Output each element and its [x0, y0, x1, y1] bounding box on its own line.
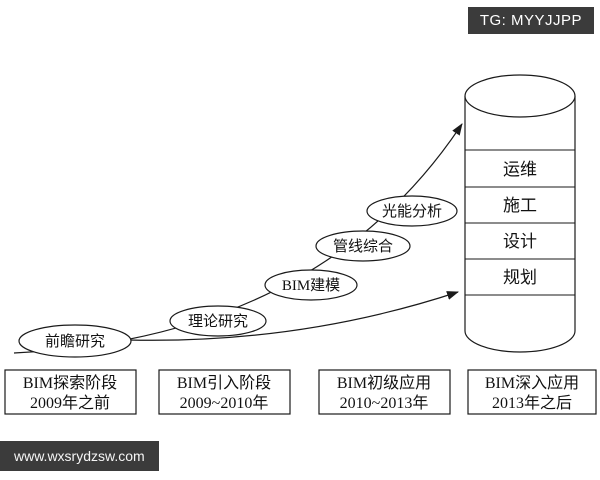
- stage-box: BIM探索阶段 2009年之前: [4, 369, 137, 415]
- cylinder-layer-label: 施工: [503, 196, 537, 215]
- phase-ellipse-shape: [264, 269, 358, 301]
- cylinder-layer-label: 设计: [503, 232, 537, 251]
- tg-badge: TG: MYYJJPP: [467, 7, 594, 34]
- phase-ellipse: 前瞻研究: [18, 324, 132, 358]
- stage-box: BIM初级应用 2010~2013年: [318, 369, 451, 415]
- phase-ellipse-shape: [18, 324, 132, 358]
- stage-box-rect: [318, 369, 451, 415]
- database-cylinder: 运维 施工 设计 规划: [464, 74, 576, 353]
- phase-ellipse-shape: [366, 195, 458, 227]
- stage-box: BIM引入阶段 2009~2010年: [158, 369, 291, 415]
- phase-ellipse-label: 理论研究: [188, 313, 248, 330]
- stage-box: BIM深入应用 2013年之后: [467, 369, 597, 415]
- stage-period: 2009~2010年: [180, 394, 269, 412]
- phase-ellipse-shape: [169, 305, 267, 337]
- phase-ellipse-label: BIM建模: [282, 277, 340, 294]
- phase-ellipse: 理论研究: [169, 305, 267, 337]
- phase-ellipse-label: 光能分析: [382, 203, 442, 220]
- stage-box-rect: [4, 369, 137, 415]
- cylinder-layer-label: 运维: [503, 160, 537, 179]
- phase-ellipse-label: 前瞻研究: [45, 333, 105, 350]
- stage-title: BIM深入应用: [485, 373, 579, 392]
- stage-title: BIM探索阶段: [23, 374, 117, 392]
- stage-title: BIM引入阶段: [177, 374, 271, 392]
- stage-box-rect: [158, 369, 291, 415]
- phase-ellipse: BIM建模: [264, 269, 358, 301]
- planning-arrow: [127, 291, 459, 341]
- cylinder-top: [464, 74, 576, 118]
- stage-period: 2009年之前: [30, 394, 110, 412]
- phase-ellipse-label: 管线综合: [333, 238, 393, 255]
- stage-period: 2010~2013年: [340, 394, 429, 412]
- stage-title: BIM初级应用: [337, 373, 431, 392]
- phase-ellipse: 光能分析: [366, 195, 458, 227]
- phase-ellipse-shape: [315, 230, 411, 262]
- stage-box-rect: [467, 369, 597, 415]
- cylinder-layer-label: 规划: [503, 268, 537, 287]
- phase-ellipse: 管线综合: [315, 230, 411, 262]
- watermark: www.wxsrydzsw.com: [0, 441, 159, 471]
- cylinder-body: [464, 96, 576, 353]
- stage-period: 2013年之后: [492, 394, 572, 412]
